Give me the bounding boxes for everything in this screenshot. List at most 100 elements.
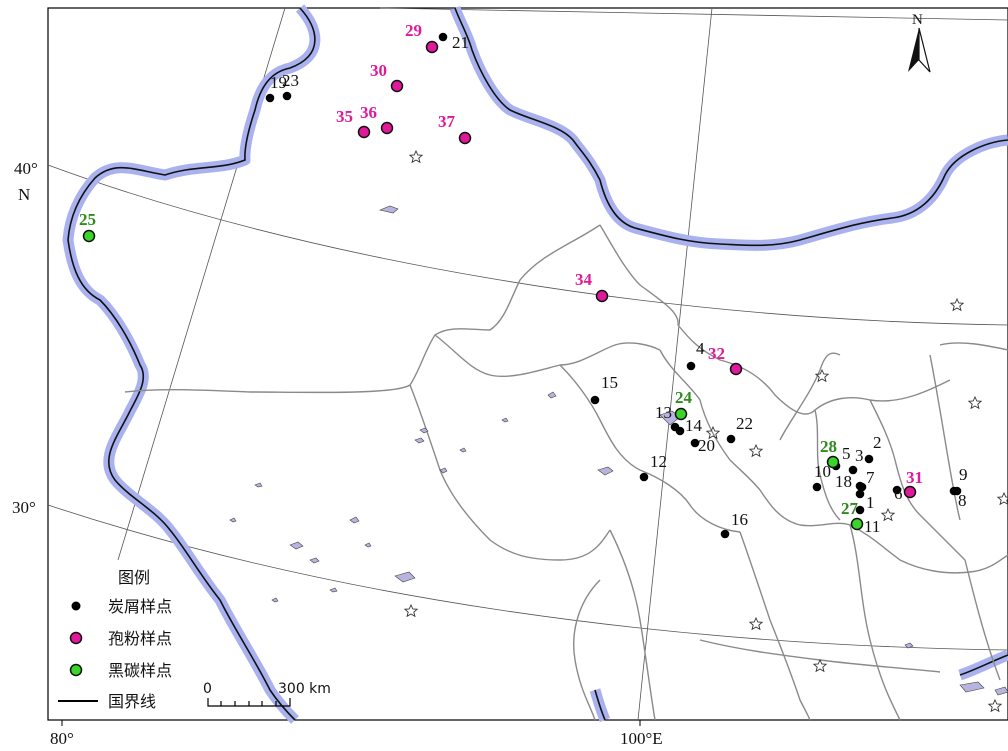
site-label-30: 30 — [370, 61, 387, 80]
city-markers — [403, 149, 1008, 713]
city-star-icon — [814, 368, 830, 383]
site-label-11: 11 — [864, 517, 880, 536]
latitude-label-30: 30° — [12, 498, 36, 517]
latitude-label-40: 40° — [14, 159, 38, 178]
graticule — [47, 7, 1008, 721]
site-marker-6 — [892, 485, 902, 495]
site-label-28: 28 — [820, 437, 837, 456]
scale-start-label: 0 — [203, 681, 212, 697]
site-marker-31 — [903, 485, 917, 499]
city-star-icon — [967, 395, 983, 410]
latitude-label-n: N — [18, 185, 30, 204]
site-label-34: 34 — [575, 270, 593, 289]
legend-pollen-marker — [69, 631, 83, 645]
site-marker-14 — [675, 426, 685, 436]
city-star-icon — [812, 658, 828, 673]
site-label-13: 13 — [655, 403, 672, 422]
latitude-line-40 — [47, 164, 1008, 326]
longitude-line-100 — [637, 7, 713, 721]
site-marker-12 — [639, 472, 649, 482]
site-marker-34 — [595, 289, 609, 303]
site-label-20: 20 — [698, 436, 715, 455]
site-label-1: 1 — [866, 493, 875, 512]
legend-black-carbon-label: 黑碳样点 — [108, 661, 172, 680]
site-label-37: 37 — [438, 112, 456, 131]
site-marker-29 — [425, 40, 439, 54]
site-label-7: 7 — [866, 468, 875, 487]
site-marker-35 — [357, 125, 371, 139]
site-marker-1 — [855, 489, 865, 499]
map-frame — [47, 7, 1008, 721]
site-label-4: 4 — [696, 339, 705, 358]
site-marker-15 — [590, 395, 600, 405]
city-star-icon — [987, 698, 1003, 713]
site-label-18: 18 — [835, 472, 852, 491]
site-label-10: 10 — [814, 462, 831, 481]
site-marker-11 — [855, 505, 865, 515]
legend-pollen-label: 孢粉样点 — [108, 629, 172, 648]
site-label-12: 12 — [650, 452, 667, 471]
site-marker-19 — [265, 93, 275, 103]
site-marker-28 — [826, 455, 840, 469]
site-label-22: 22 — [736, 414, 753, 433]
site-label-23: 23 — [282, 71, 299, 90]
latitude-line-north — [379, 7, 1008, 21]
site-marker-18 — [855, 481, 865, 491]
province-boundaries — [124, 224, 1008, 721]
scale-end-label: 300 km — [278, 681, 331, 697]
city-star-icon — [880, 507, 896, 522]
site-label-2: 2 — [873, 433, 882, 452]
city-star-icon — [408, 149, 424, 164]
site-label-9: 9 — [959, 465, 968, 484]
site-label-8: 8 — [958, 491, 967, 510]
city-star-icon — [996, 491, 1008, 506]
site-label-27: 27 — [841, 499, 859, 518]
site-marker-3 — [848, 465, 858, 475]
site-marker-24 — [674, 407, 688, 421]
longitude-label-80: 80° — [50, 729, 74, 748]
site-label-14: 14 — [685, 416, 703, 435]
site-label-24: 24 — [675, 388, 693, 407]
longitude-label-100: 100°E — [620, 729, 663, 748]
site-label-31: 31 — [906, 468, 923, 487]
site-marker-20 — [690, 438, 700, 448]
site-label-35: 35 — [336, 107, 353, 126]
site-label-15: 15 — [601, 373, 618, 392]
site-label-16: 16 — [731, 510, 748, 529]
site-marker-21 — [438, 32, 448, 42]
site-marker-23 — [282, 91, 292, 101]
legend-border-label: 国界线 — [108, 692, 156, 711]
site-marker-10 — [812, 482, 822, 492]
national-border — [62, 4, 1008, 724]
site-marker-30 — [390, 79, 404, 93]
site-label-29: 29 — [405, 21, 422, 40]
latitude-line-30 — [47, 504, 1008, 651]
site-marker-4 — [686, 361, 696, 371]
site-marker-25 — [82, 229, 96, 243]
legend-black-carbon-marker — [69, 663, 83, 677]
site-label-32: 32 — [708, 344, 725, 363]
city-star-icon — [949, 297, 965, 312]
site-marker-9 — [952, 486, 962, 496]
site-label-25: 25 — [79, 210, 96, 229]
site-markers: 1234567891011121314151618192021222329303… — [79, 21, 968, 539]
site-marker-37 — [458, 131, 472, 145]
city-star-icon — [403, 603, 419, 618]
site-label-5: 5 — [842, 444, 851, 463]
site-marker-32 — [729, 362, 743, 376]
site-marker-27 — [850, 517, 864, 531]
legend-title: 图例 — [118, 568, 150, 587]
city-star-icon — [748, 443, 764, 458]
site-label-6: 6 — [894, 484, 903, 503]
site-label-19: 19 — [270, 73, 287, 92]
city-star-icon — [748, 616, 764, 631]
site-label-21: 21 — [452, 33, 469, 52]
site-marker-36 — [380, 121, 394, 135]
legend-charcoal-marker — [71, 601, 81, 611]
site-marker-22 — [726, 434, 736, 444]
site-label-3: 3 — [855, 446, 864, 465]
north-label: N — [912, 12, 923, 28]
site-marker-16 — [720, 529, 730, 539]
city-star-icon — [705, 425, 721, 440]
